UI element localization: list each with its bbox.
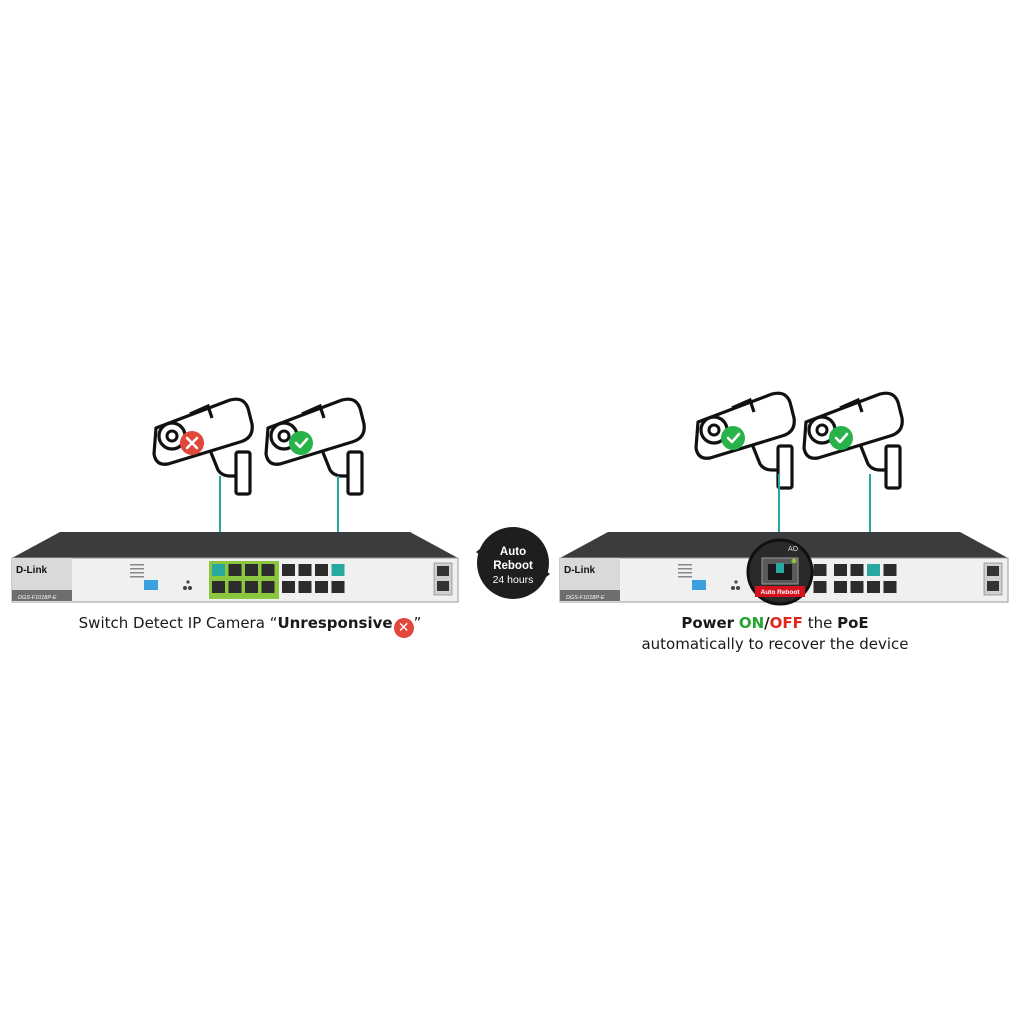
ethernet-port bbox=[850, 564, 864, 576]
refresh-arrow-icon bbox=[476, 544, 486, 558]
ethernet-port bbox=[298, 581, 312, 593]
right-diagram: D-Link DGS-F1018P-E AO Auto Reboot bbox=[559, 391, 1009, 606]
network-switch: D-Link DGS-F1018P-E bbox=[11, 532, 459, 603]
switch-brand: D-Link bbox=[16, 565, 48, 576]
reboot-circle bbox=[477, 527, 549, 599]
ethernet-port bbox=[867, 564, 880, 576]
switch-model: DGS-F1018P-E bbox=[18, 595, 57, 601]
caption-suffix: ” bbox=[413, 614, 422, 632]
left-diagram: D-Link DGS-F1018P-E bbox=[11, 397, 459, 603]
ethernet-port bbox=[834, 581, 847, 593]
ip-camera-icon bbox=[802, 391, 904, 490]
check-icon bbox=[721, 426, 745, 450]
reboot-line1: Auto bbox=[500, 546, 526, 558]
right-caption: Power ON/OFF the PoE automatically to re… bbox=[560, 613, 990, 655]
caption-on: ON bbox=[738, 614, 765, 632]
ip-camera-icon bbox=[694, 391, 796, 490]
caption-line2: automatically to recover the device bbox=[641, 635, 909, 653]
ethernet-port bbox=[245, 564, 258, 576]
caption-off: OFF bbox=[769, 614, 803, 632]
ethernet-port bbox=[245, 581, 258, 593]
ethernet-port bbox=[867, 581, 880, 593]
ethernet-port bbox=[813, 581, 827, 593]
caption-status: Unresponsive bbox=[277, 614, 393, 632]
check-icon bbox=[829, 426, 853, 450]
ethernet-port bbox=[261, 581, 275, 593]
caption-poe: PoE bbox=[837, 614, 869, 632]
reboot-line3: 24 hours bbox=[493, 574, 534, 586]
ethernet-port bbox=[883, 564, 897, 576]
ethernet-port bbox=[315, 581, 328, 593]
auto-reboot-zoom: AO Auto Reboot bbox=[746, 538, 814, 606]
ethernet-port bbox=[813, 564, 827, 576]
check-icon bbox=[289, 431, 313, 455]
switch-brand: D-Link bbox=[564, 565, 596, 576]
caption-prefix: Switch Detect IP Camera “ bbox=[78, 614, 278, 632]
ethernet-port bbox=[228, 564, 242, 576]
ethernet-port bbox=[261, 564, 275, 576]
ethernet-port bbox=[212, 581, 225, 593]
ethernet-port bbox=[331, 581, 345, 593]
auto-reboot-badge: Auto Reboot 24 hours bbox=[476, 527, 550, 599]
reboot-line2: Reboot bbox=[493, 560, 533, 572]
ethernet-port bbox=[883, 581, 897, 593]
ip-camera-icon bbox=[264, 397, 366, 496]
caption-line1: Power ON/OFF the PoE bbox=[560, 613, 990, 634]
x-icon bbox=[180, 431, 204, 455]
left-caption: Switch Detect IP Camera “Unresponsive✕” bbox=[40, 613, 460, 638]
ethernet-port bbox=[850, 581, 864, 593]
ethernet-port bbox=[228, 581, 242, 593]
caption-power: Power bbox=[681, 614, 735, 632]
ethernet-port bbox=[298, 564, 312, 576]
x-icon: ✕ bbox=[393, 618, 414, 638]
ethernet-port bbox=[331, 564, 345, 576]
zoom-led-label: AO bbox=[788, 546, 799, 553]
ethernet-port bbox=[212, 564, 225, 576]
caption-the: the bbox=[807, 614, 833, 632]
auto-reboot-label: Auto Reboot bbox=[761, 589, 801, 596]
ethernet-port bbox=[834, 564, 847, 576]
ethernet-port bbox=[315, 564, 328, 576]
caption-slash: / bbox=[764, 614, 770, 632]
ethernet-port bbox=[282, 564, 295, 576]
ethernet-port bbox=[282, 581, 295, 593]
switch-model: DGS-F1018P-E bbox=[566, 595, 605, 601]
refresh-arrow-icon bbox=[540, 568, 550, 582]
